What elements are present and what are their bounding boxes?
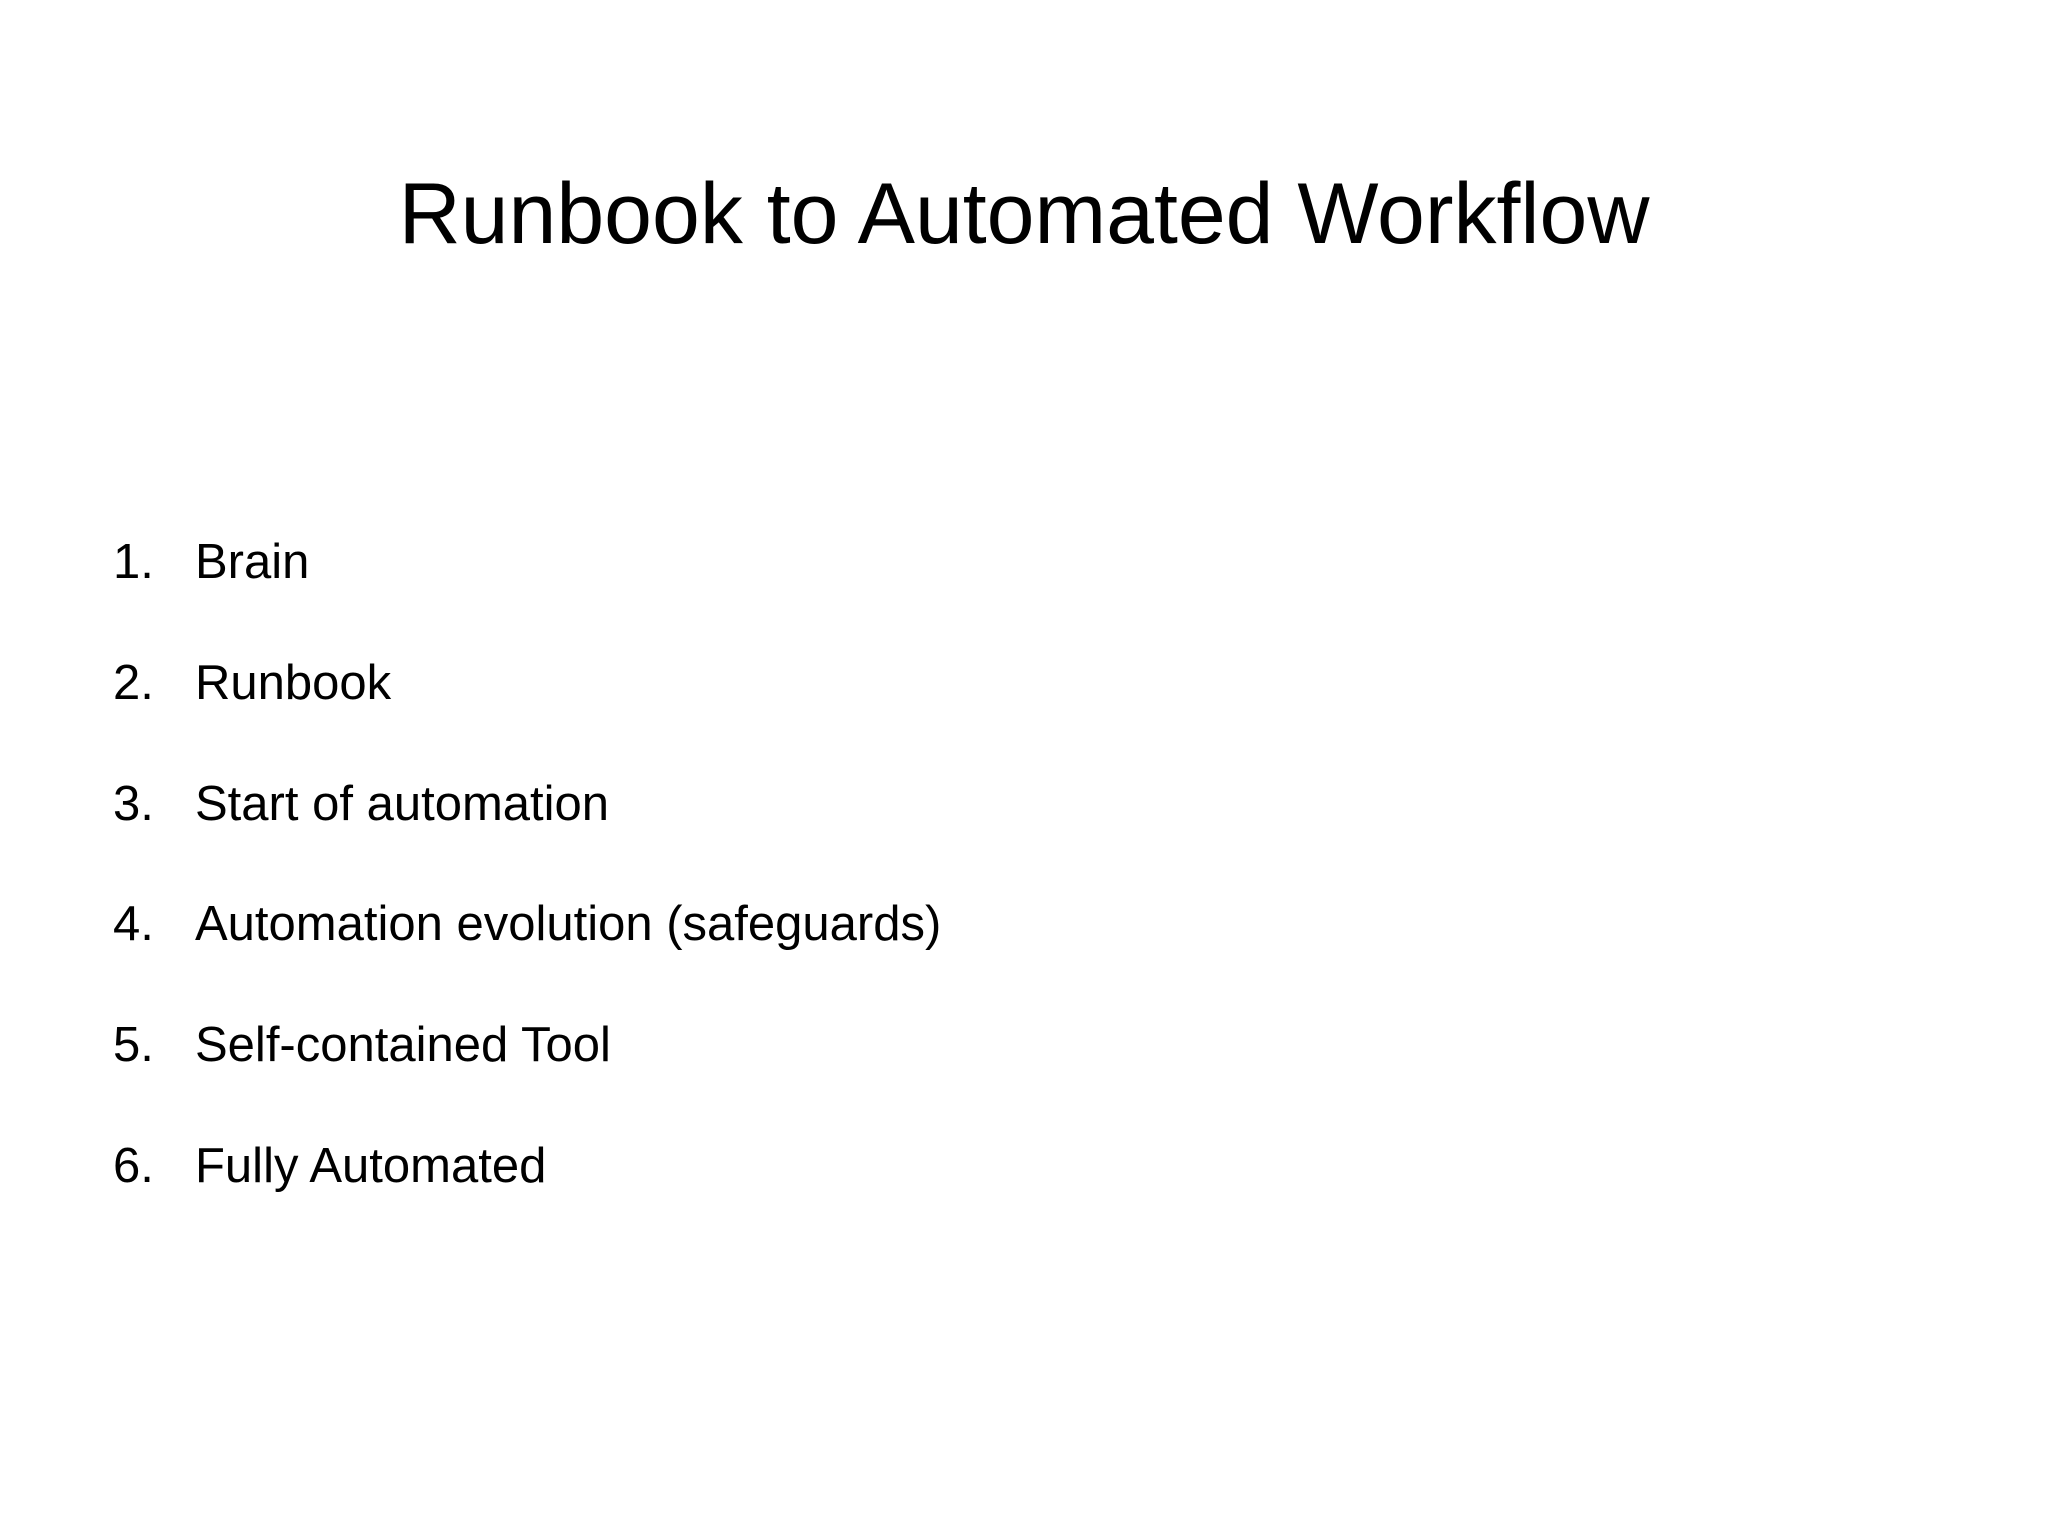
list-item-label: Brain — [195, 535, 310, 589]
list-item: 6. Fully Automated — [113, 1137, 941, 1196]
list-item-label: Automation evolution (safeguards) — [195, 897, 942, 952]
list-item-label: Self-contained Tool — [195, 1018, 611, 1073]
list-item: 4. Automation evolution (safeguards) — [113, 895, 941, 954]
list-item-number: 3. — [113, 776, 154, 831]
list-item-label: Start of automation — [195, 776, 610, 831]
list-item: 2. Runbook — [113, 654, 941, 713]
list-item-label: Runbook — [195, 655, 392, 710]
list-item-number: 4. — [113, 897, 154, 952]
list-item-label: Fully Automated — [195, 1138, 547, 1193]
list-item: 1. Brain — [113, 533, 941, 592]
list-item-number: 2. — [113, 655, 154, 710]
list-item-number: 1. — [113, 535, 154, 589]
list-item-number: 5. — [113, 1018, 154, 1073]
slide-title: Runbook to Automated Workflow — [398, 166, 1650, 262]
numbered-list: 1. Brain 2. Runbook 3. Start of automati… — [113, 533, 941, 1258]
list-item-number: 6. — [113, 1138, 154, 1193]
list-item: 3. Start of automation — [113, 775, 941, 834]
list-item: 5. Self-contained Tool — [113, 1016, 941, 1075]
